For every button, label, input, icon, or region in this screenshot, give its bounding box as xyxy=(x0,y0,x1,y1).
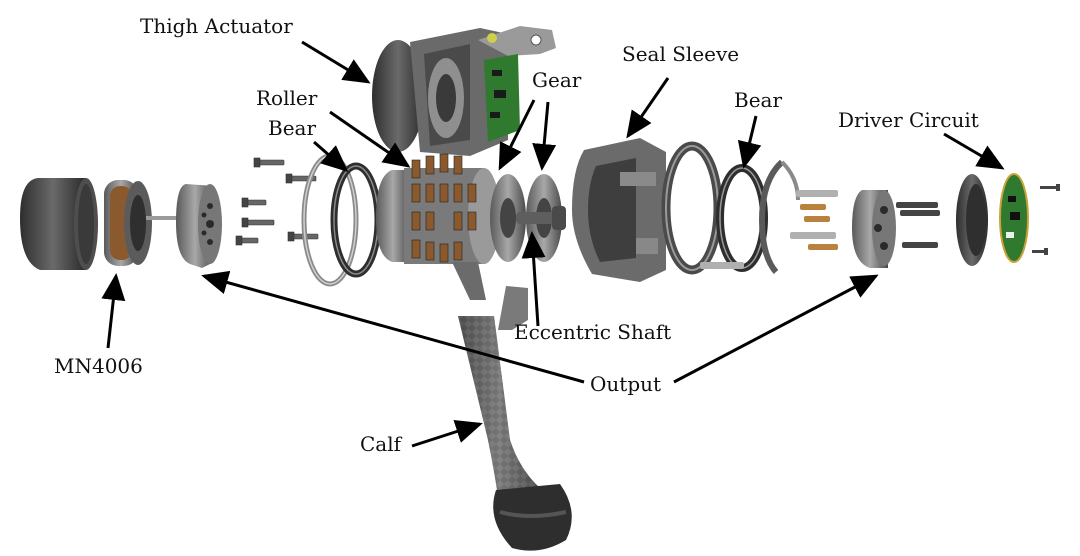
arrow-calf xyxy=(411,419,483,448)
output-plate-right xyxy=(852,190,896,268)
thigh-actuator-housing xyxy=(372,26,556,156)
label-bear-right: Bear xyxy=(734,88,783,112)
arrow-gear-2 xyxy=(532,101,557,171)
roller-bearing-assembly xyxy=(376,153,500,264)
arrow-output-right xyxy=(673,274,879,384)
callout-arrows xyxy=(101,40,1005,448)
seal-ring xyxy=(661,141,723,275)
label-calf: Calf xyxy=(360,432,402,456)
arrow-mn4006 xyxy=(101,273,126,349)
arrow-gear-1 xyxy=(498,99,536,171)
retaining-ring-left xyxy=(301,153,359,287)
label-seal-sleeve: Seal Sleeve xyxy=(622,42,740,66)
label-driver-circuit: Driver Circuit xyxy=(838,108,979,132)
label-thigh-actuator: Thigh Actuator xyxy=(140,14,293,38)
arrow-bear-right xyxy=(737,115,762,169)
arrow-thigh-actuator xyxy=(301,40,371,84)
gear-disc-1 xyxy=(490,174,526,262)
bearing-right xyxy=(716,164,768,272)
label-eccentric-shaft: Eccentric Shaft xyxy=(514,320,672,344)
arrow-roller-bear xyxy=(329,110,411,168)
calf-link xyxy=(452,262,572,551)
label-mn4006: MN4006 xyxy=(54,354,143,378)
label-roller-bear-line1: Roller xyxy=(256,86,318,110)
pins-right xyxy=(700,190,838,269)
label-output: Output xyxy=(590,372,662,396)
bolts-right xyxy=(896,202,940,248)
arrow-bear-left xyxy=(313,140,349,172)
screws-far-right xyxy=(1032,184,1060,255)
motor-cover xyxy=(20,178,98,270)
mn4006-motor xyxy=(104,180,182,266)
driver-housing xyxy=(956,174,988,266)
seal-sleeve xyxy=(572,138,666,282)
label-gear: Gear xyxy=(532,68,582,92)
arrow-driver-circuit xyxy=(943,132,1005,170)
arrow-output-left xyxy=(201,270,585,384)
output-plate-left xyxy=(176,184,222,268)
eccentric-shaft xyxy=(516,206,566,230)
driver-circuit-board xyxy=(999,173,1029,263)
label-roller-bear-line2: Bear xyxy=(268,116,317,140)
arrow-eccentric-shaft xyxy=(521,231,546,327)
bolts-left xyxy=(235,157,319,246)
arrow-seal-sleeve xyxy=(626,77,670,139)
